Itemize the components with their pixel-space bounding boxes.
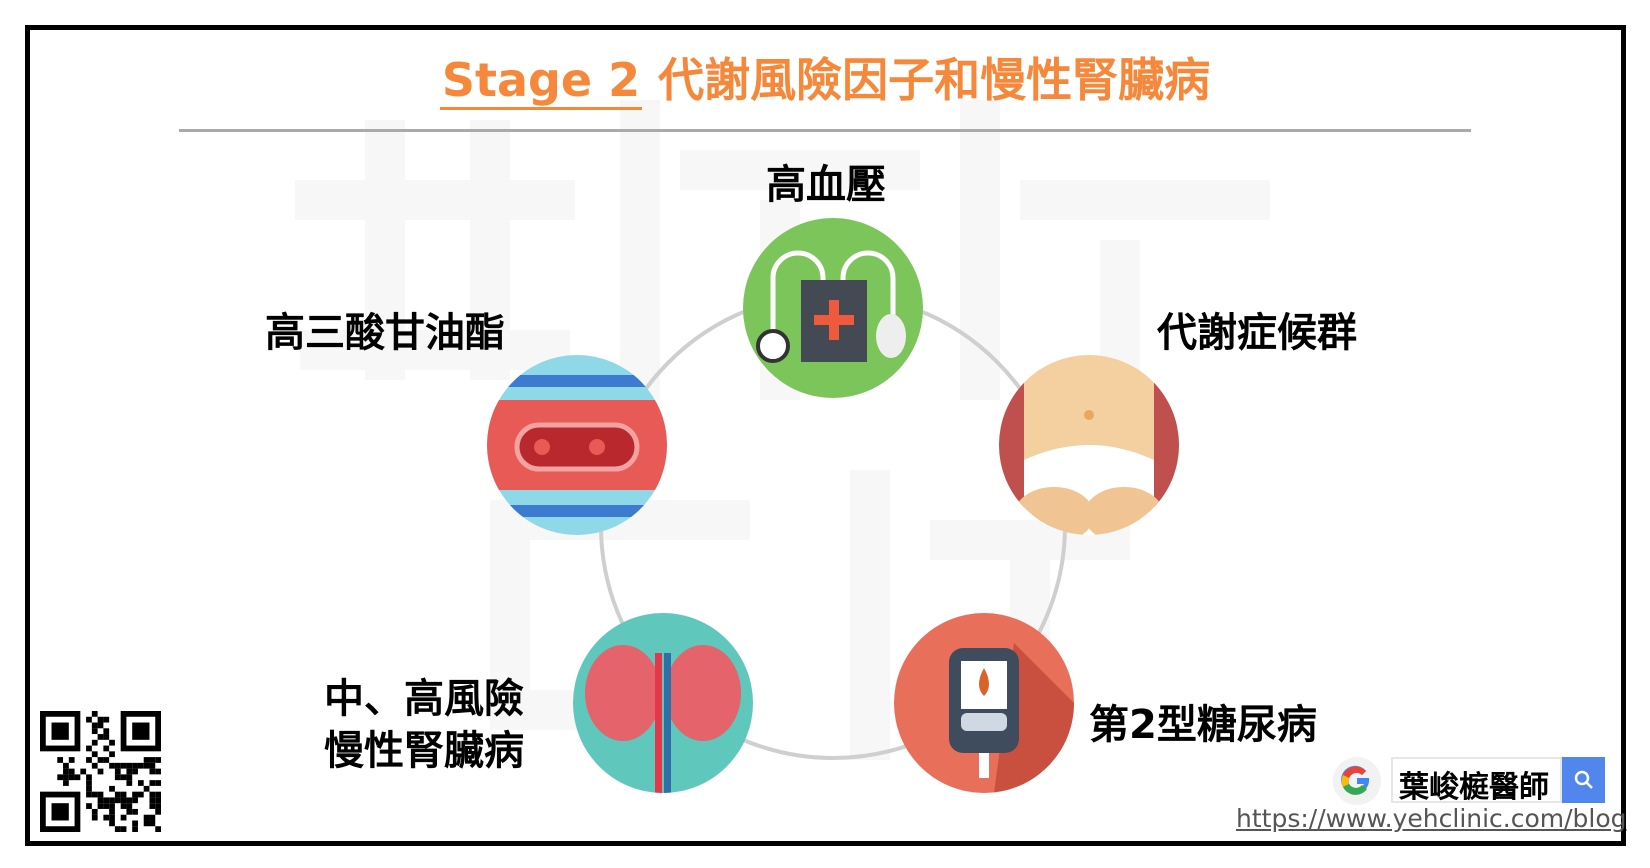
kidney-icon (573, 613, 753, 793)
title-text: 代謝風險因子和慢性腎臟病 (642, 53, 1211, 107)
qr-code[interactable] (40, 711, 161, 832)
blood-pressure-icon (743, 218, 923, 398)
frame-border (25, 25, 1626, 846)
page-title: Stage 2 代謝風險因子和慢性腎臟病 (0, 44, 1650, 110)
glucose-meter-icon (894, 613, 1074, 793)
label-triglycerides: 高三酸甘油酯 (265, 310, 505, 356)
label-type2-diabetes: 第2型糖尿病 (1089, 702, 1317, 748)
title-stage: Stage 2 (439, 53, 643, 110)
label-hypertension: 高血壓 (766, 162, 886, 208)
title-divider (179, 129, 1471, 132)
search-button[interactable] (1562, 757, 1605, 803)
search-icon (1574, 770, 1593, 789)
search-input[interactable]: 葉峻榳醫師 (1391, 757, 1562, 805)
blog-link[interactable]: https://www.yehclinic.com/blog (1236, 804, 1627, 833)
google-logo-icon (1333, 757, 1381, 805)
blood-vessel-icon (487, 355, 667, 535)
label-ckd-line1: 中、高風險 (324, 676, 524, 722)
belly-fat-icon (999, 355, 1179, 535)
label-ckd-line2: 慢性腎臟病 (324, 728, 524, 774)
label-metabolic-syndrome: 代謝症候群 (1157, 310, 1357, 356)
